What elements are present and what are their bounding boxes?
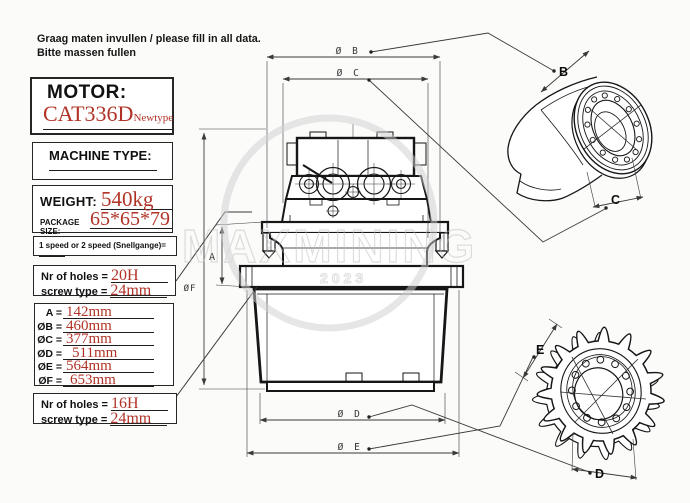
dimension-row-b: ØB = 460mm <box>35 318 173 333</box>
header-line-1: Graag maten invullen / please fill in al… <box>37 33 261 45</box>
iso-view-housing <box>507 76 653 202</box>
front-view-motor <box>238 124 465 392</box>
speed-blank-field <box>39 256 65 257</box>
callout-c: C <box>611 193 620 207</box>
motor-box: MOTOR: CAT336DNewtype <box>30 77 174 135</box>
callout-d: D <box>595 467 604 481</box>
dimension-row-e: ØE = 564mm <box>35 359 173 374</box>
callout-labels: B C D E <box>536 65 620 481</box>
sprocket-bolt-holes <box>567 355 635 427</box>
dimension-row-a: A = 142mm <box>35 305 173 320</box>
motor-value-note: Newtype <box>133 112 174 124</box>
header-instructions: Graag maten invullen / please fill in al… <box>37 33 261 60</box>
port-crosshairs <box>295 163 415 205</box>
watermark-year: 2023 <box>320 270 367 286</box>
screw-top-label: screw type = <box>41 286 108 298</box>
housing-bolt-holes <box>584 92 643 163</box>
callout-b: B <box>559 65 568 79</box>
dim-label-b: Ø B <box>336 46 361 57</box>
watermark-text: MAXMINING <box>182 220 477 272</box>
header-line-2: Bitte massen fullen <box>37 46 136 59</box>
weight-box: WEIGHT: 540kg PACKAGE SIZE: 65*65*79 <box>32 185 173 236</box>
iso-view-sprocket <box>531 326 665 461</box>
callout-e: E <box>536 343 544 357</box>
dimension-labels: Ø B Ø C Ø D Ø E A ØF <box>184 46 363 453</box>
holes-top-box: Nr of holes = 20H screw type = 24mm <box>33 265 176 299</box>
package-size-value: 65*65*79 <box>90 208 172 230</box>
holes-top-label: Nr of holes = <box>41 271 108 283</box>
holes-bottom-value: 16H <box>110 396 168 412</box>
watermark: MAXMINING 2023 <box>181 114 477 332</box>
speed-label: 1 speed or 2 speed (Snellgange)= <box>39 241 166 250</box>
dimension-row-c: ØC = 377mm <box>35 332 173 347</box>
motor-value: CAT336D <box>43 101 134 126</box>
weight-label: WEIGHT: <box>40 194 97 209</box>
dim-label-a: A <box>209 252 215 263</box>
holes-bottom-label: Nr of holes = <box>41 399 108 411</box>
package-size-label: PACKAGE SIZE: <box>40 218 80 236</box>
dimension-row-f: ØF = 653mm <box>35 372 173 387</box>
motor-value-row: CAT336DNewtype <box>43 101 174 130</box>
dim-label-c: Ø C <box>337 68 362 79</box>
dimensions-box: A = 142mm ØB = 460mm ØC = 377mm ØD = 511… <box>34 303 174 387</box>
screw-bottom-value: 24mm <box>110 411 168 427</box>
screw-top-value: 24mm <box>110 283 168 299</box>
watermark-ring <box>220 114 438 332</box>
weight-value: 540kg <box>100 189 173 210</box>
motor-label: MOTOR: <box>47 82 127 103</box>
machine-type-blank-field <box>49 170 157 171</box>
speed-box: 1 speed or 2 speed (Snellgange)= <box>33 236 177 257</box>
screw-bottom-label: screw type = <box>41 414 108 426</box>
holes-bottom-box: Nr of holes = 16H screw type = 24mm <box>33 393 177 427</box>
dim-label-e: Ø E <box>338 442 363 453</box>
dim-label-d: Ø D <box>338 409 363 420</box>
dim-label-f: ØF <box>184 283 197 294</box>
machine-type-box: MACHINE TYPE: <box>32 142 173 180</box>
dimension-row-d: ØD = 511mm <box>35 345 173 360</box>
dimension-lines <box>175 32 644 481</box>
machine-type-label: MACHINE TYPE: <box>49 148 152 163</box>
holes-top-value: 20H <box>110 268 168 284</box>
